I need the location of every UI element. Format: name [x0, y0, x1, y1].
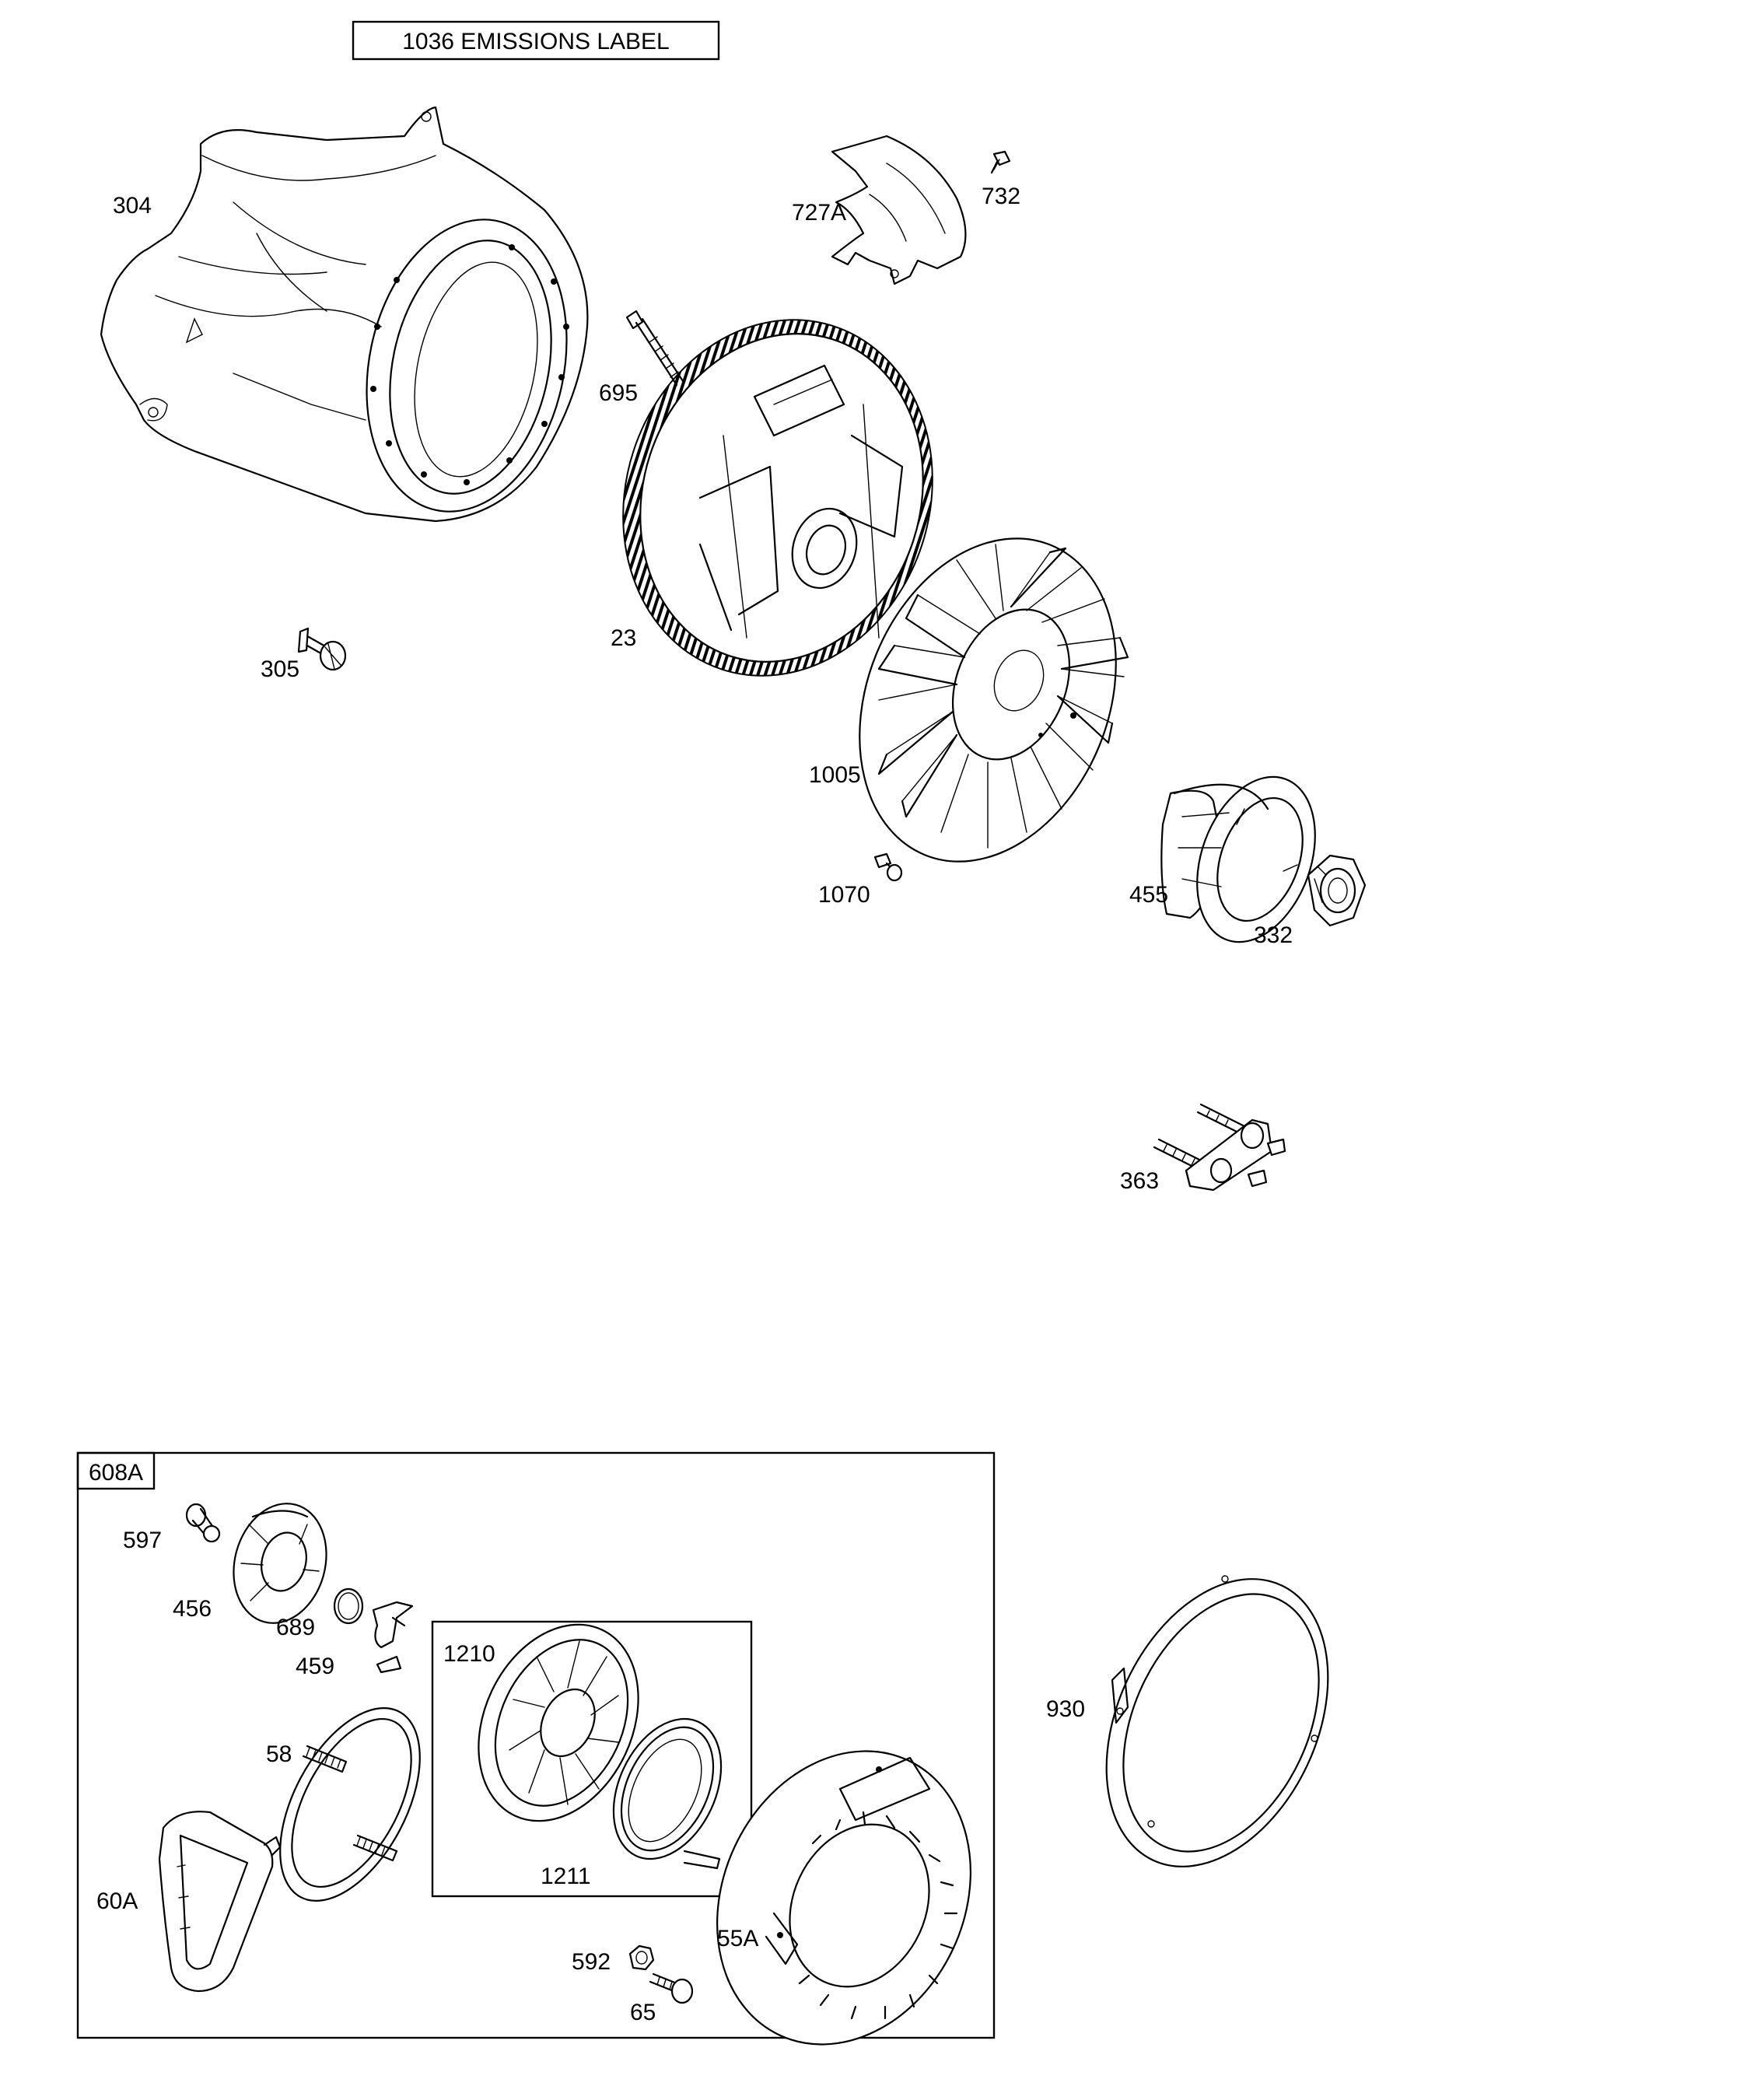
screw-1070	[873, 852, 903, 882]
part-number-727A: 727A	[792, 200, 846, 226]
spring-58	[279, 1707, 421, 1902]
emissions-label-text: 1036 EMISSIONS LABEL	[402, 29, 670, 54]
nut-332	[1307, 854, 1367, 927]
inner-box-1210-1211	[431, 1620, 753, 1898]
pawl-459	[372, 1601, 414, 1674]
bolt-695	[625, 310, 684, 387]
part-number-1211: 1211	[541, 1864, 591, 1889]
nut-592	[628, 1944, 655, 1971]
part-number-455: 455	[1129, 882, 1168, 908]
handle-60A	[158, 1811, 282, 1993]
part-number-597: 597	[123, 1528, 162, 1553]
part-number-1210: 1210	[443, 1641, 495, 1667]
screen-930	[1105, 1575, 1329, 1867]
bolt-305	[297, 627, 347, 671]
part-number-65: 65	[630, 2000, 656, 2025]
flywheel-23	[622, 319, 933, 677]
kit-box-608A: 608A	[76, 1451, 996, 2039]
part-number-930: 930	[1046, 1696, 1085, 1722]
part-number-60A: 60A	[96, 1888, 138, 1914]
spring-1211	[612, 1717, 723, 1870]
fan-1005	[859, 537, 1129, 863]
part-number-55A: 55A	[717, 1926, 758, 1951]
emissions-label-box: 1036 EMISSIONS LABEL	[352, 20, 720, 61]
screw-65	[649, 1972, 694, 2004]
part-number-695: 695	[599, 380, 638, 406]
pulley-456	[233, 1503, 327, 1624]
part-number-459: 459	[296, 1654, 334, 1679]
part-number-58: 58	[266, 1741, 292, 1767]
screw-732	[990, 150, 1011, 174]
part-number-23: 23	[611, 625, 636, 651]
part-number-689: 689	[276, 1615, 315, 1640]
part-number-304: 304	[113, 193, 152, 219]
puller-363	[1153, 1103, 1286, 1192]
pulley-1210	[478, 1623, 639, 1822]
part-number-332: 332	[1254, 922, 1293, 948]
shield-727A	[831, 135, 967, 285]
part-number-732: 732	[982, 184, 1020, 209]
part-number-363: 363	[1120, 1168, 1159, 1194]
cup-455	[1160, 775, 1316, 943]
part-number-1070: 1070	[818, 882, 870, 908]
pin-597	[185, 1503, 221, 1543]
kit-label-608A: 608A	[89, 1460, 143, 1486]
part-number-305: 305	[261, 656, 299, 682]
part-number-456: 456	[173, 1596, 212, 1622]
blower-housing-304	[100, 106, 589, 523]
starter-housing-55A	[716, 1750, 971, 2046]
part-number-1005: 1005	[809, 762, 861, 788]
retaining-ring-689	[333, 1587, 364, 1625]
part-number-592: 592	[572, 1949, 611, 1975]
